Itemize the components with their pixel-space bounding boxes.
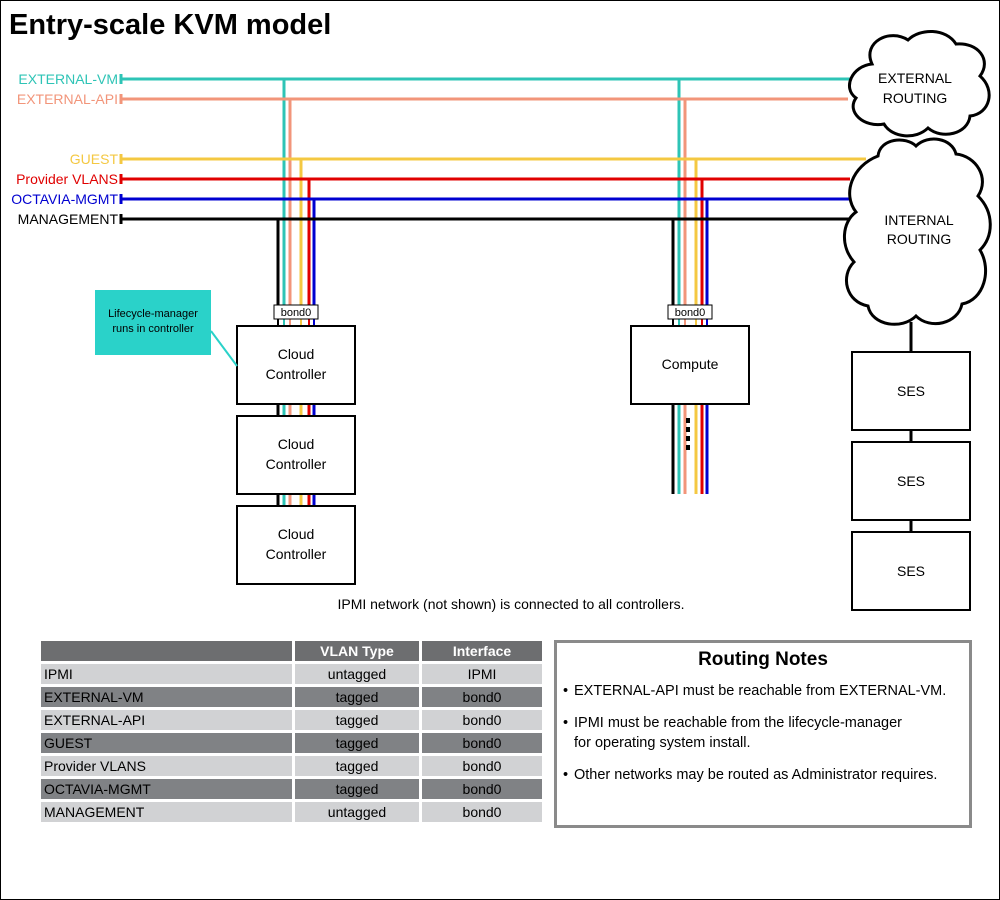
table-cell-interface: IPMI [422,664,542,684]
compute-label: Compute [662,356,719,372]
table-row: IPMI untagged IPMI [41,664,542,684]
cloud-controller-1: Cloud Controller [236,325,356,405]
vlan-table-header-row: VLAN Type Interface [41,641,542,661]
network-label-management: MANAGEMENT [18,211,119,227]
table-cell-network: GUEST [41,733,292,753]
ses-node-2: SES [851,441,971,521]
table-row: EXTERNAL-VM tagged bond0 [41,687,542,707]
internal-routing-label-line2: ROUTING [887,231,952,247]
table-cell-network: EXTERNAL-VM [41,687,292,707]
routing-note-item: EXTERNAL-API must be reachable from EXTE… [563,681,969,701]
table-cell-interface: bond0 [422,710,542,730]
ipmi-caption: IPMI network (not shown) is connected to… [337,596,684,612]
table-cell-interface: bond0 [422,756,542,776]
routing-notes-panel: Routing Notes EXTERNAL-API must be reach… [554,640,972,828]
controller-bond-label: bond0 [281,307,312,319]
routing-note-item: Other networks may be routed as Administ… [563,765,969,785]
table-cell-vlan-type: tagged [295,687,419,707]
table-cell-vlan-type: tagged [295,710,419,730]
note-line2: runs in controller [112,323,194,335]
table-cell-interface: bond0 [422,733,542,753]
vlan-table-header-network [41,641,292,661]
routing-notes-list: EXTERNAL-API must be reachable from EXTE… [557,681,969,785]
routing-note-item: IPMI must be reachable from the lifecycl… [563,713,969,753]
table-cell-network: MANAGEMENT [41,802,292,822]
table-row: EXTERNAL-API tagged bond0 [41,710,542,730]
routing-notes-title: Routing Notes [698,649,828,670]
table-row: OCTAVIA-MGMT tagged bond0 [41,779,542,799]
table-row: Provider VLANS tagged bond0 [41,756,542,776]
network-label-provider-vlans: Provider VLANS [16,171,118,187]
internal-routing-cloud: INTERNAL ROUTING [843,137,992,326]
controller-2-label-line1: Cloud [278,436,315,452]
controller-3-label-line1: Cloud [278,526,315,542]
ses-node-1: SES [851,351,971,431]
table-cell-network: OCTAVIA-MGMT [41,779,292,799]
table-cell-interface: bond0 [422,802,542,822]
routing-note-text: Other networks may be routed as Administ… [574,767,938,783]
network-label-external-vm: EXTERNAL-VM [18,71,118,87]
table-cell-vlan-type: untagged [295,664,419,684]
routing-note-text: IPMI must be reachable from the lifecycl… [574,715,902,751]
table-row: MANAGEMENT untagged bond0 [41,802,542,822]
table-cell-vlan-type: tagged [295,756,419,776]
table-cell-network: EXTERNAL-API [41,710,292,730]
table-row: GUEST tagged bond0 [41,733,542,753]
network-lines [119,74,866,506]
table-cell-network: Provider VLANS [41,756,292,776]
cloud-controller-3: Cloud Controller [236,505,356,585]
network-label-guest: GUEST [70,151,119,167]
controller-2-label-line2: Controller [266,456,327,472]
note-line1: Lifecycle-manager [108,308,198,320]
controller-1-label-line1: Cloud [278,346,315,362]
external-routing-cloud: EXTERNAL ROUTING [848,30,991,138]
compute-bond: bond0 [667,304,713,320]
controller-bond: bond0 [273,304,319,320]
compute-node: Compute [630,325,750,405]
external-routing-label-line2: ROUTING [883,90,948,106]
vlan-table: VLAN Type Interface IPMI untagged IPMI E… [38,638,545,825]
table-cell-vlan-type: tagged [295,779,419,799]
controller-3-label-line2: Controller [266,546,327,562]
ses-node-3: SES [851,531,971,611]
cloud-controller-2: Cloud Controller [236,415,356,495]
table-cell-vlan-type: untagged [295,802,419,822]
ses-node-2-label: SES [897,473,925,489]
internal-routing-label-line1: INTERNAL [884,212,953,228]
controller-1-label-line2: Controller [266,366,327,382]
table-cell-vlan-type: tagged [295,733,419,753]
vlan-table-header-interface: Interface [422,641,542,661]
ses-node-1-label: SES [897,383,925,399]
compute-bond-label: bond0 [675,307,706,319]
lifecycle-manager-note: Lifecycle-manager runs in controller [95,290,211,355]
note-connector [210,330,238,367]
table-cell-interface: bond0 [422,687,542,707]
vlan-table-header-vlan-type: VLAN Type [295,641,419,661]
diagram-title: Entry-scale KVM model [9,9,331,41]
table-cell-network: IPMI [41,664,292,684]
network-label-external-api: EXTERNAL-API [17,91,118,107]
external-routing-label-line1: EXTERNAL [878,70,952,86]
table-cell-interface: bond0 [422,779,542,799]
compute-continuation-dots [686,418,690,450]
network-label-octavia-mgmt: OCTAVIA-MGMT [11,191,118,207]
routing-note-text: EXTERNAL-API must be reachable from EXTE… [574,683,947,699]
network-labels: EXTERNAL-VM EXTERNAL-API GUEST Provider … [11,71,118,227]
ses-node-3-label: SES [897,563,925,579]
